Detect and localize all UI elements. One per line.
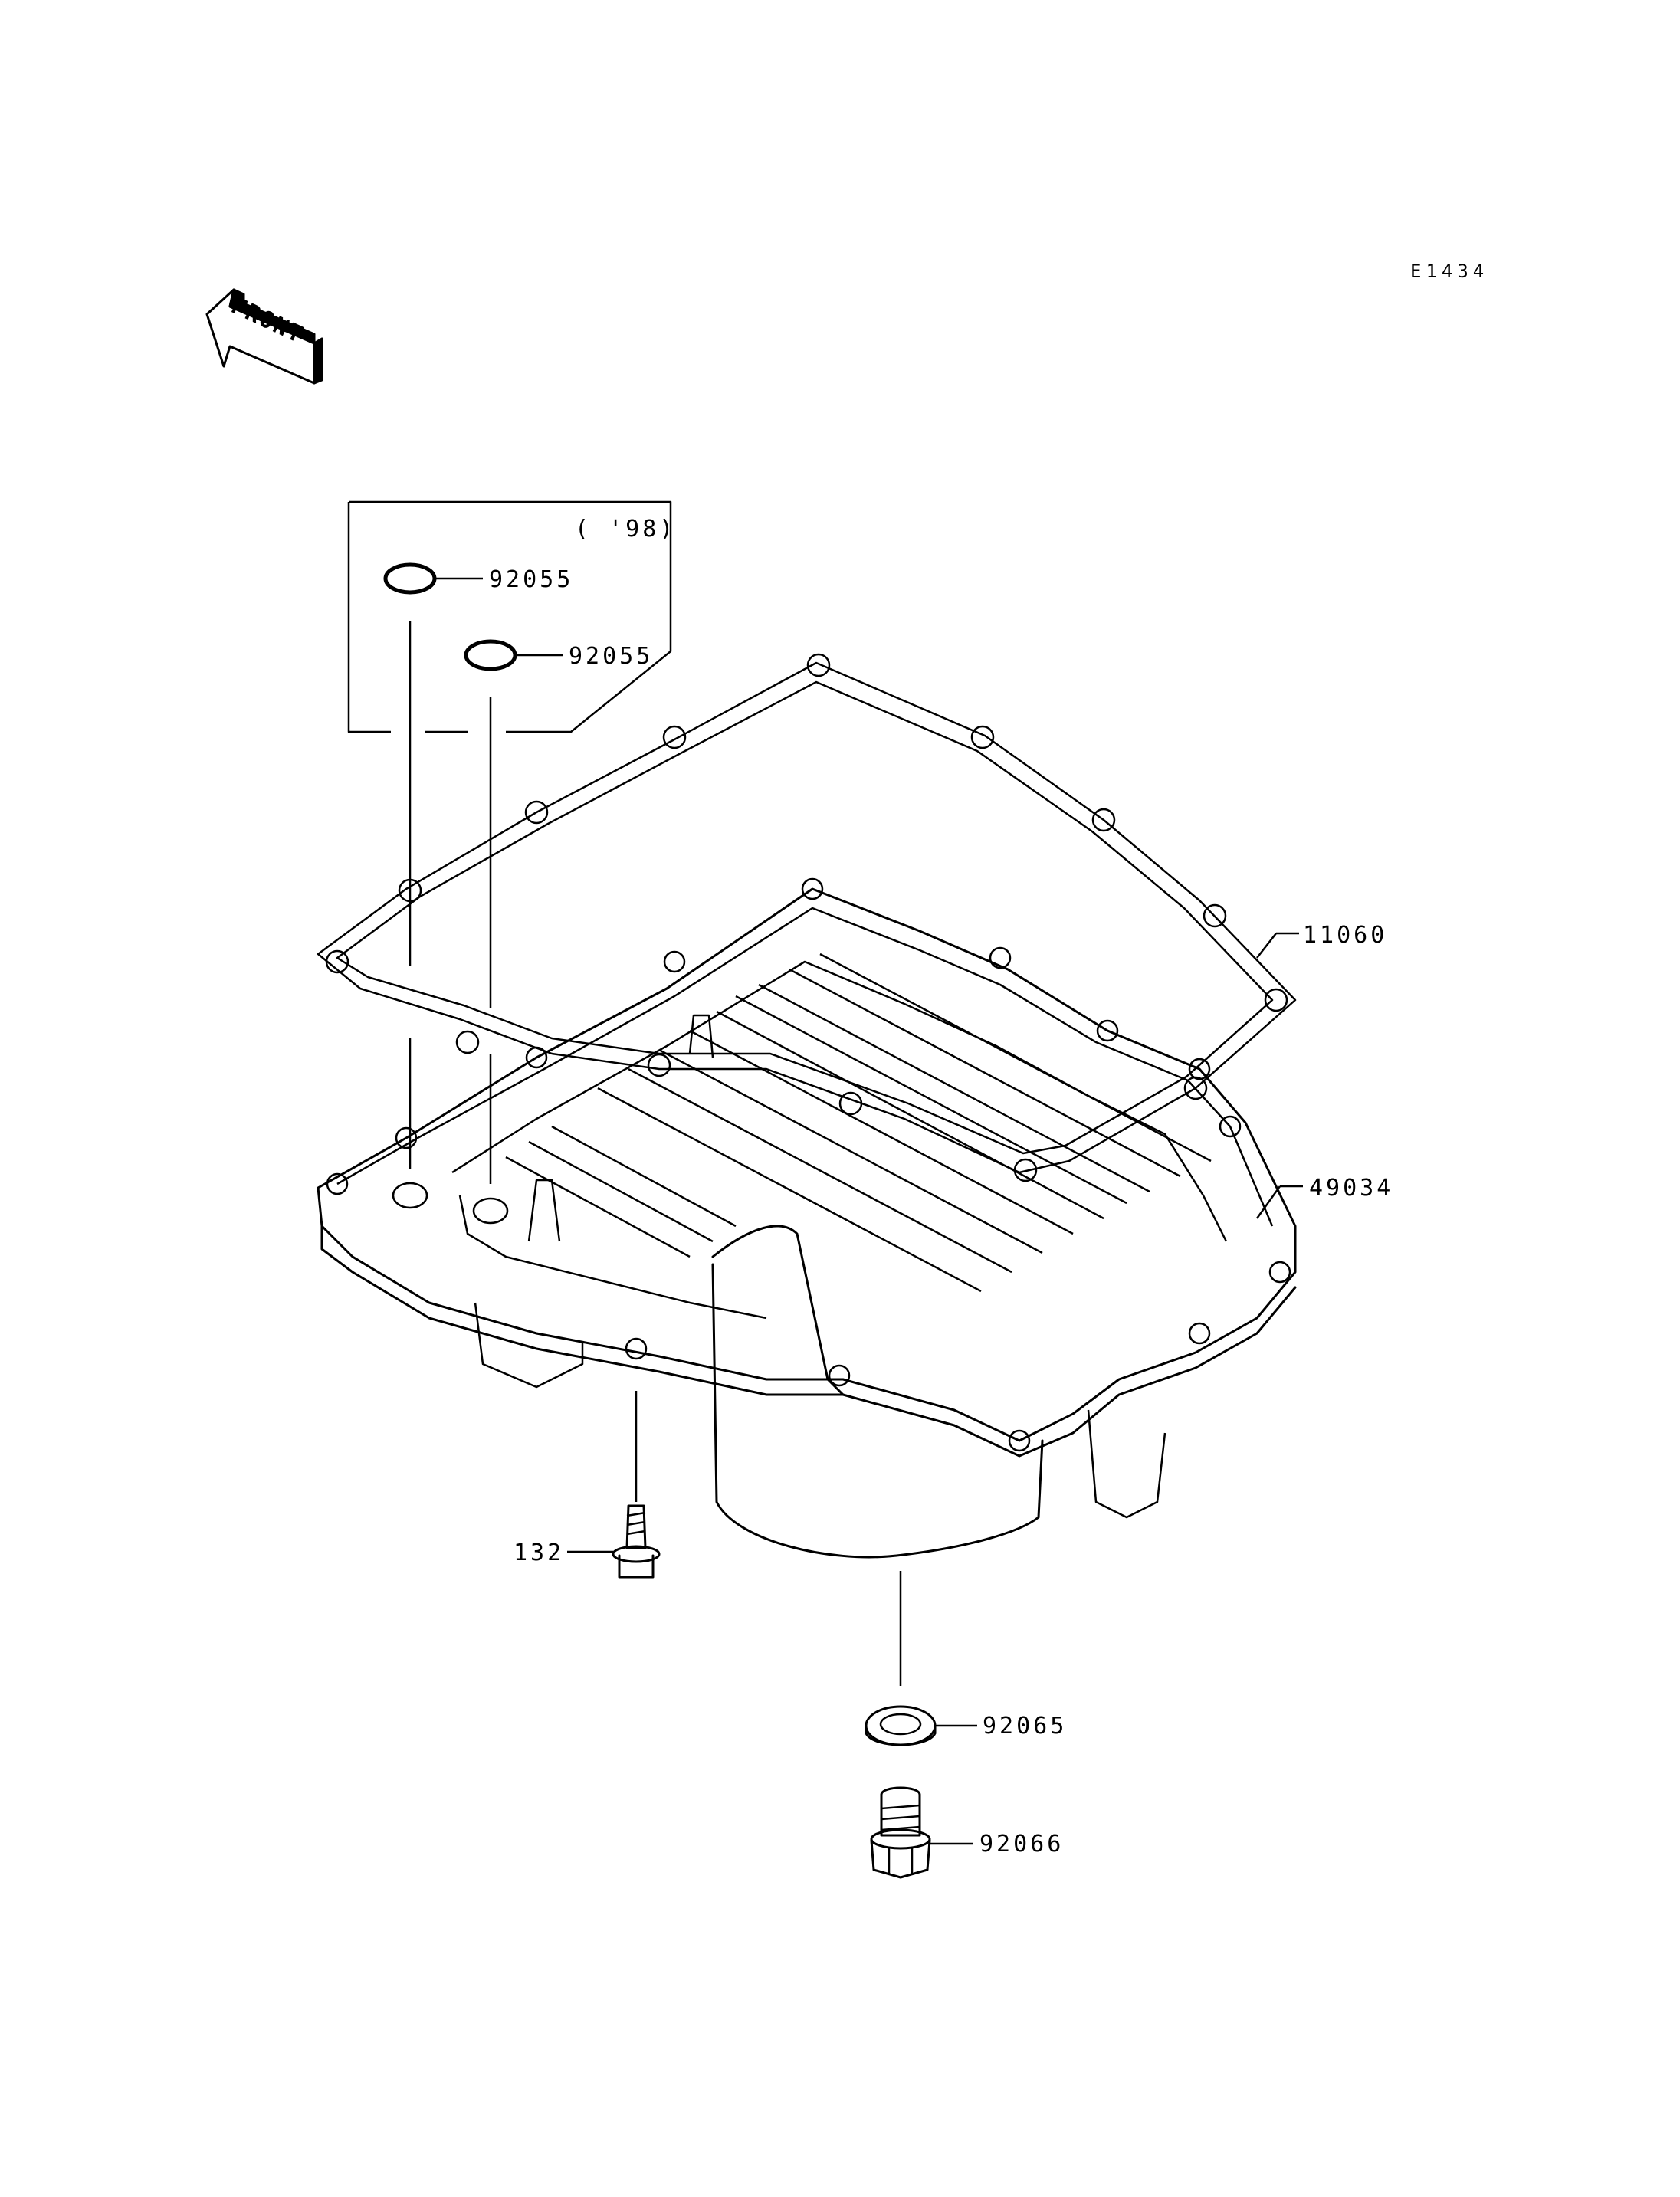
label-92055-a: 92055 (489, 566, 573, 593)
year-box-label: ( '98) (575, 516, 676, 543)
label-132: 132 (514, 1540, 564, 1566)
washer-92065 (865, 1571, 977, 1746)
front-arrow-icon: FRONT (205, 288, 323, 385)
diagram-code: E1434 (1410, 261, 1488, 282)
label-49034: 49034 (1309, 1175, 1393, 1202)
oil-pan (317, 877, 1303, 1559)
o-ring-2 (464, 639, 563, 1184)
label-92065: 92065 (983, 1713, 1067, 1740)
drain-plug-92066 (870, 1786, 973, 1879)
label-11060: 11060 (1303, 922, 1387, 949)
bolt-132 (567, 1391, 661, 1579)
year-variant-box: ( '98) (347, 500, 676, 733)
o-ring-1 (383, 562, 483, 1169)
label-92055-b: 92055 (569, 643, 653, 670)
label-92066: 92066 (979, 1831, 1064, 1858)
